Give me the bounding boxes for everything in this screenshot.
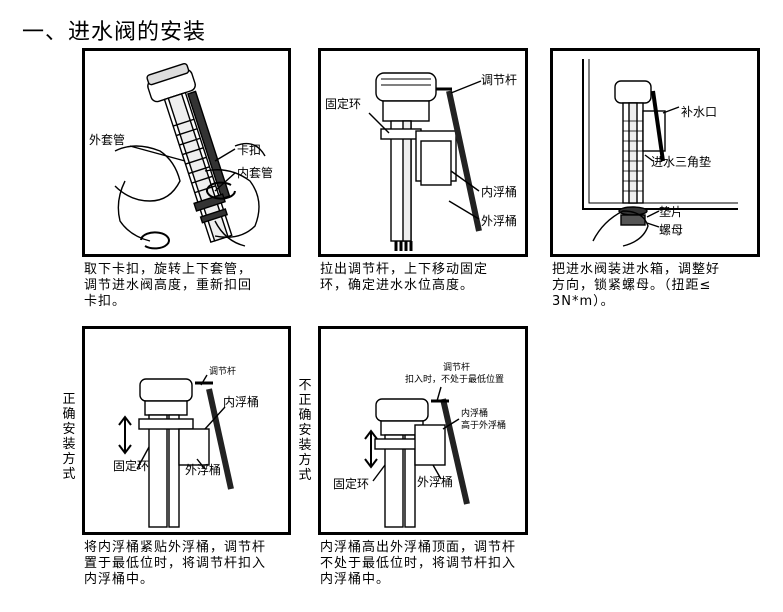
panel-install-in-tank: 补水口 进水三角垫 垫片 螺母: [550, 48, 760, 257]
label-adjust-rod: 调节杆: [443, 363, 471, 373]
label-fixed-ring: 固定环: [113, 459, 150, 473]
label-higher-than-outer: 高于外浮桶: [461, 421, 507, 431]
label-fixed-ring: 固定环: [325, 97, 362, 111]
label-outer-float: 外浮桶: [481, 214, 518, 228]
caption-panel-1: 取下卡扣，旋转上下套管， 调节进水阀高度，重新扣回 卡扣。: [84, 262, 253, 309]
label-inner-sleeve: 内套管: [237, 166, 274, 180]
illustration-incorrect: [364, 386, 470, 528]
panel-set-water-level: 调节杆 固定环 内浮桶 外浮桶: [318, 48, 528, 257]
side-label-correct: 正确安装方式: [62, 392, 76, 482]
illustration-valve-float: [368, 72, 482, 251]
panel-incorrect-install: 调节杆 扣入时，不处于最低位置 内浮桶 高于外浮桶 固定环 外浮桶: [318, 326, 528, 535]
label-fixed-ring: 固定环: [333, 477, 370, 491]
caption-panel-5: 内浮桶高出外浮桶顶面，调节杆 不处于最低位时，将调节杆扣入 内浮桶中。: [320, 540, 517, 587]
side-label-incorrect: 不正确安装方式: [298, 378, 312, 483]
label-adjust-rod: 调节杆: [209, 367, 237, 377]
caption-panel-2: 拉出调节杆，上下移动固定 环，确定进水水位高度。: [320, 262, 489, 293]
label-outer-float: 外浮桶: [185, 463, 222, 477]
label-clip: 卡扣: [237, 143, 262, 157]
illustration-correct: [118, 374, 234, 528]
illustration-tank-mount: [582, 59, 738, 247]
caption-panel-4: 将内浮桶紧贴外浮桶，调节杆 置于最低位时，将调节杆扣入 内浮桶中。: [84, 540, 267, 587]
label-outer-sleeve: 外套管: [89, 133, 126, 147]
label-rod-not-lowest: 扣入时，不处于最低位置: [405, 375, 505, 385]
panel-correct-install: 调节杆 内浮桶 固定环 外浮桶: [82, 326, 291, 535]
label-adjust-rod: 调节杆: [481, 73, 518, 87]
caption-panel-3: 把进水阀装进水箱，调整好 方向，锁紧螺母。（扭距≤ 3N*m）。: [552, 262, 721, 309]
section-title: 一、进水阀的安装: [22, 20, 207, 45]
label-nut: 螺母: [659, 223, 684, 237]
panel-adjust-height: 外套管 卡扣 内套管: [82, 48, 291, 257]
label-washer: 垫片: [659, 205, 684, 219]
label-inner-float: 内浮桶: [461, 409, 489, 419]
label-inner-float: 内浮桶: [481, 185, 518, 199]
label-refill-port: 补水口: [681, 105, 718, 119]
label-triangle-gasket: 进水三角垫: [651, 155, 712, 169]
illustration-valve-in-hands: [114, 62, 266, 250]
label-inner-float: 内浮桶: [223, 395, 260, 409]
label-outer-float: 外浮桶: [417, 475, 454, 489]
